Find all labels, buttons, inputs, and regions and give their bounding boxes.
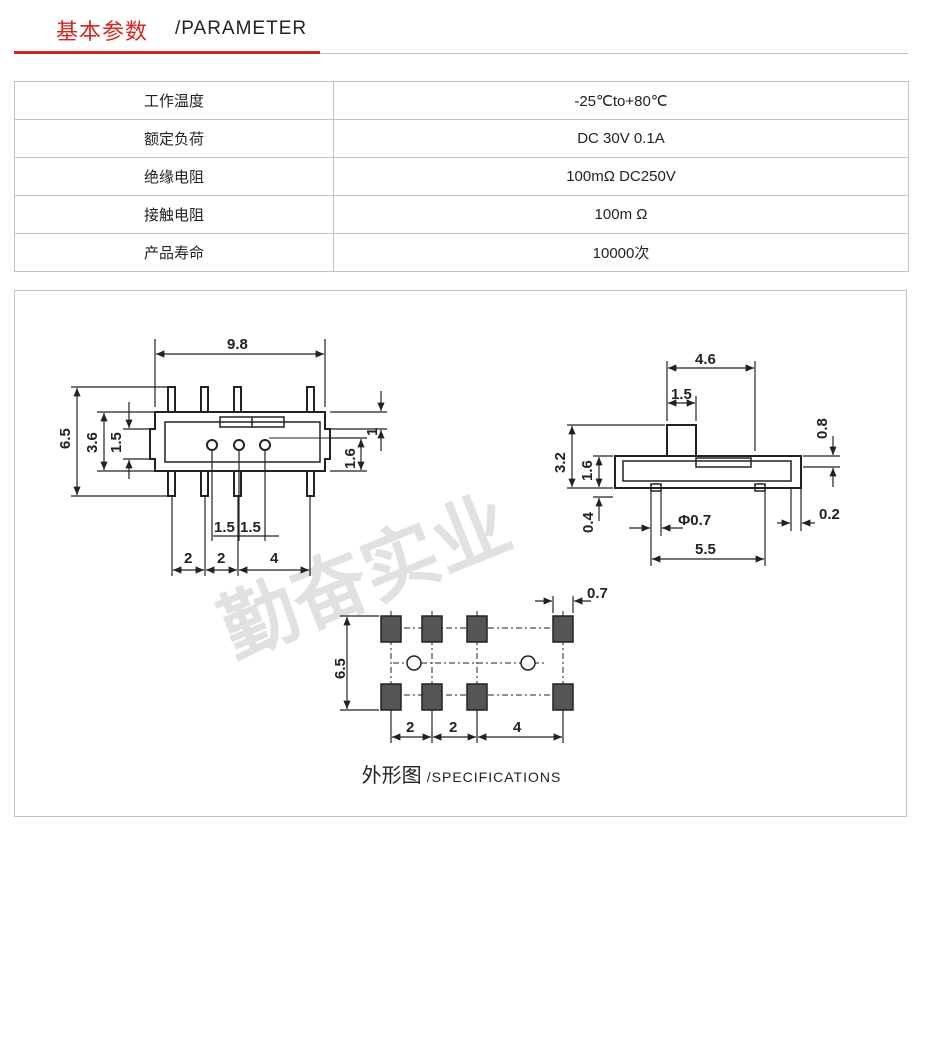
dim-spacing-a: 1.5	[214, 519, 235, 536]
dim-gap-label: 1	[364, 428, 381, 436]
dim-side-body-label: 1.6	[579, 460, 596, 481]
dim-hole-label: Φ0.7	[678, 512, 711, 529]
dim-pitch-2: 2	[217, 550, 225, 567]
table-row: 工作温度 -25℃to+80℃	[14, 81, 909, 120]
param-label: 工作温度	[14, 81, 334, 120]
dim-fp-height-label: 6.5	[332, 658, 349, 679]
side-dimensions	[567, 361, 840, 566]
section-header: 基本参数 /PARAMETER	[0, 0, 931, 60]
param-label: 产品寿命	[14, 233, 334, 272]
param-label: 接触电阻	[14, 195, 334, 234]
caption-en: /SPECIFICATIONS	[426, 769, 562, 785]
footprint-dimensions	[340, 596, 591, 743]
header-accent-bar	[14, 51, 320, 54]
front-view	[149, 386, 331, 497]
dim-side-height-label: 3.2	[552, 452, 569, 473]
parameter-table: 工作温度 -25℃to+80℃ 额定负荷 DC 30V 0.1A 绝缘电阻 10…	[14, 81, 909, 272]
section-title-en: /PARAMETER	[175, 18, 308, 39]
param-value: 10000次	[333, 233, 909, 272]
dim-pad-label: 0.7	[587, 585, 608, 602]
dim-body-label: 3.6	[84, 432, 101, 453]
dim-fp-pitch-2: 2	[449, 719, 457, 736]
dim-height-label: 6.5	[57, 428, 74, 449]
dim-top-label: 4.6	[695, 351, 716, 368]
table-row: 额定负荷 DC 30V 0.1A	[14, 119, 909, 158]
dim-fp-pitch-1: 2	[406, 719, 414, 736]
drawing-caption: 外形图 /SPECIFICATIONS	[15, 759, 908, 788]
param-value: DC 30V 0.1A	[333, 119, 909, 158]
technical-drawing: 勤奋实业	[57, 336, 840, 743]
dim-fp-pitch-3: 4	[513, 719, 522, 736]
dim-span-label: 5.5	[695, 541, 716, 558]
dim-pitch-1: 2	[184, 550, 192, 567]
table-row: 产品寿命 10000次	[14, 233, 909, 272]
param-value: 100mΩ DC250V	[333, 157, 909, 196]
specification-drawing-panel: 勤奋实业	[14, 290, 907, 817]
dim-knob-height-label: 0.8	[814, 418, 831, 439]
dim-pitch-3: 4	[270, 550, 279, 567]
caption-cn: 外形图	[361, 763, 422, 787]
param-value: -25℃to+80℃	[333, 81, 909, 120]
side-view	[614, 424, 802, 492]
front-dimensions	[71, 339, 387, 576]
header-divider	[14, 53, 908, 54]
param-label: 额定负荷	[14, 119, 334, 158]
param-value: 100m Ω	[333, 195, 909, 234]
dim-spacing-b: 1.5	[240, 519, 261, 536]
watermark-text: 勤奋实业	[209, 481, 523, 674]
dim-slot-label: 1.5	[108, 432, 125, 453]
dim-foot-label: 0.4	[580, 511, 597, 533]
section-title-cn: 基本参数	[56, 20, 149, 45]
dim-thickness-label: 0.2	[819, 506, 840, 523]
front-dimension-labels: 9.8 6.5 3.6 1.5 1 1.6 1.5 1.5 2 2 4	[57, 336, 381, 567]
footprint-dimension-labels: 0.7 6.5 2 2 4	[332, 585, 608, 736]
param-label: 绝缘电阻	[14, 157, 334, 196]
dim-knob-label: 1.5	[671, 386, 692, 403]
dim-pin-label: 1.6	[342, 448, 359, 469]
table-row: 绝缘电阻 100mΩ DC250V	[14, 157, 909, 196]
side-dimension-labels: 4.6 1.5 3.2 1.6 0.8 0.4 Φ0.7 0.2 5.5	[552, 351, 840, 558]
table-row: 接触电阻 100m Ω	[14, 195, 909, 234]
dim-width-label: 9.8	[227, 336, 248, 353]
